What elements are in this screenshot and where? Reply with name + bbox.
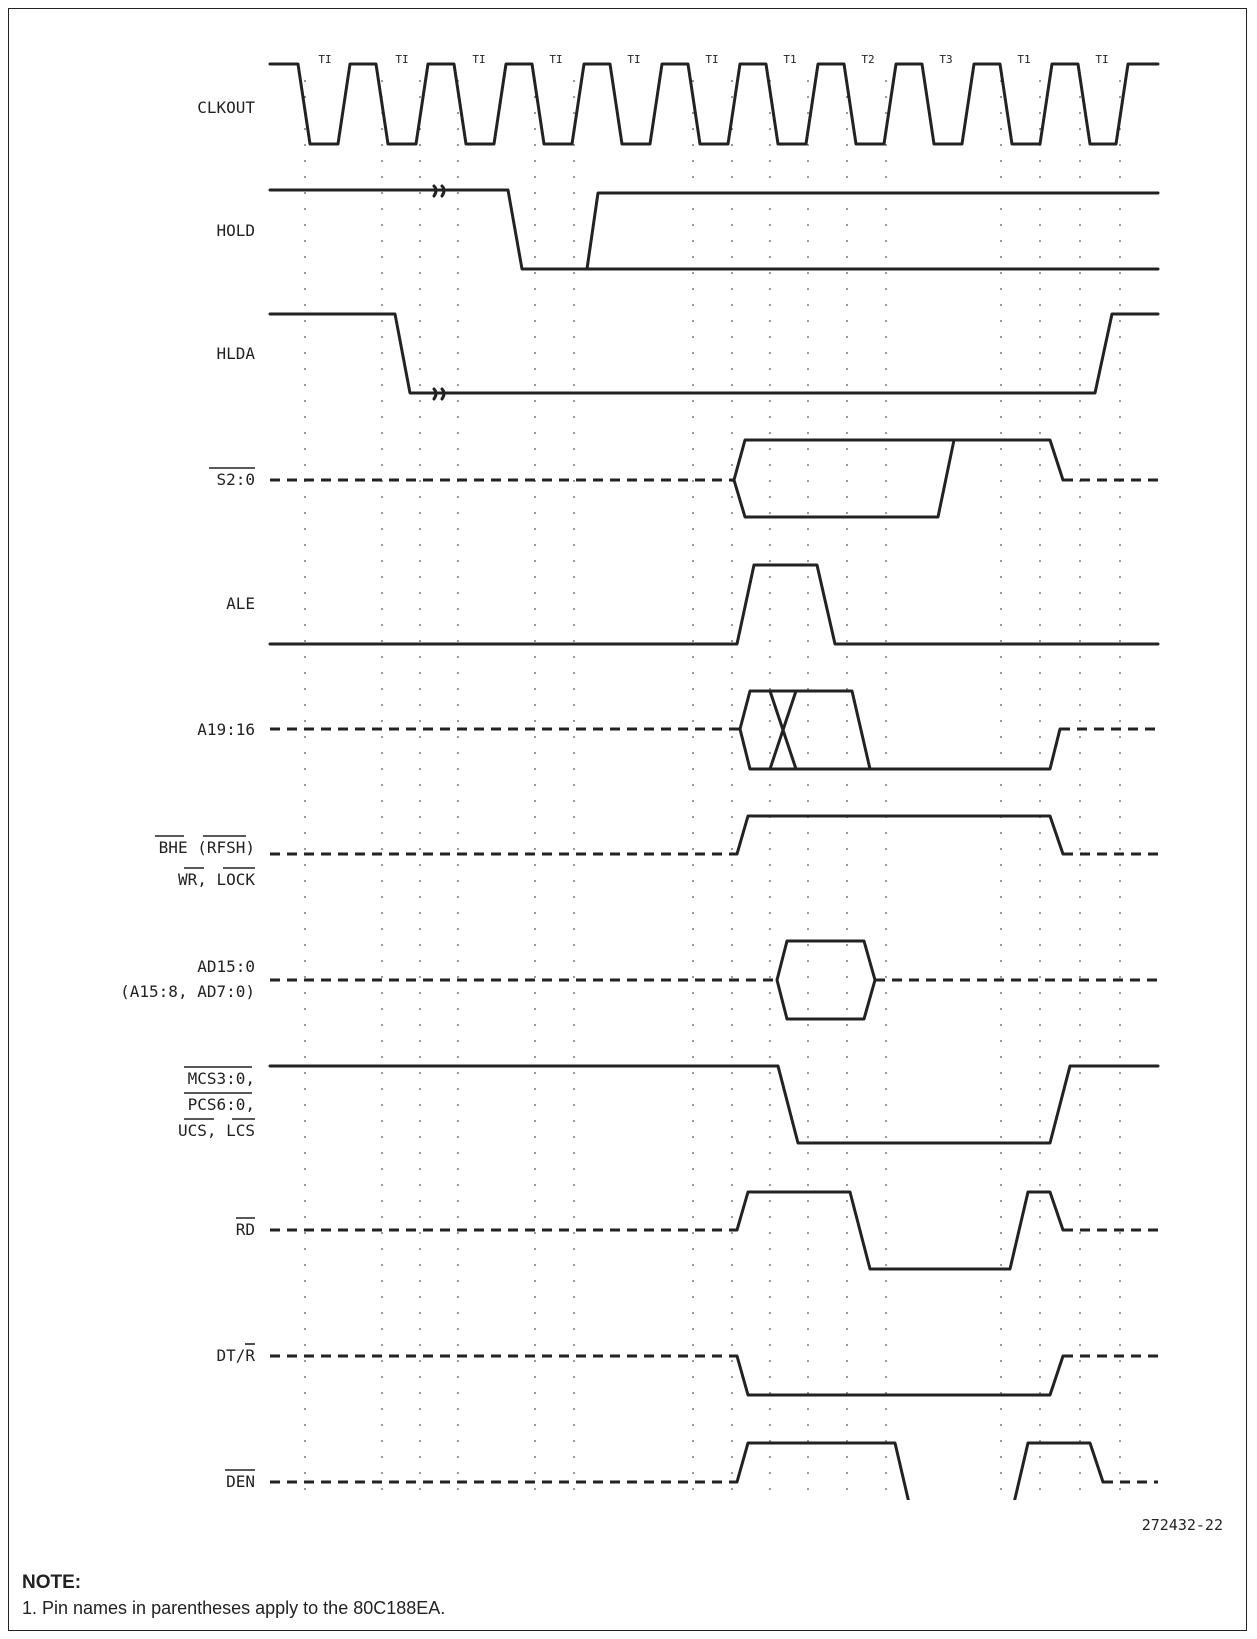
signal-label-hold: HOLD <box>216 221 255 240</box>
signal-label-ucs-lcs: UCS, LCS <box>178 1121 255 1140</box>
active-low-overbars <box>155 467 255 1471</box>
clock-state-label: TI <box>1095 53 1108 66</box>
wave-rd <box>735 1190 1065 1271</box>
signal-label-ale: ALE <box>226 594 255 613</box>
wave-chip-selects <box>268 1064 1160 1145</box>
clock-state-label: TI <box>549 53 562 66</box>
signal-label-mcs: MCS3:0, <box>188 1069 255 1088</box>
clock-state-label: TI <box>318 53 331 66</box>
clock-state-label: T1 <box>1017 53 1030 66</box>
signal-label-wr-lock: WR, LOCK <box>178 870 255 889</box>
figure-number: 272432-22 <box>1141 1516 1223 1534</box>
signal-label-a1916: A19:16 <box>197 720 255 739</box>
clock-state-label: TI <box>627 53 640 66</box>
clock-state-label: TI <box>472 53 485 66</box>
signal-label-ad150: AD15:0 <box>197 957 255 976</box>
signal-label-clkout: CLKOUT <box>197 98 255 117</box>
wave-hold-low <box>268 188 1160 271</box>
wave-ad150-bus <box>775 939 877 1021</box>
signal-label-rd: RD <box>236 1220 255 1239</box>
clock-state-labels: TI TI TI TI TI TI T1 T2 T3 T1 TI <box>318 53 1108 66</box>
wave-den <box>735 1441 1105 1500</box>
clock-state-label: T2 <box>861 53 874 66</box>
clock-state-label: TI <box>705 53 718 66</box>
signal-label-dtr: DT/R <box>216 1346 255 1365</box>
wave-s20-bus <box>732 438 1065 519</box>
signal-label-pcs: PCS6:0, <box>188 1095 255 1114</box>
waveforms <box>268 62 1160 1500</box>
note-text: 1. Pin names in parentheses apply to the… <box>22 1598 446 1618</box>
clock-state-label: T3 <box>939 53 952 66</box>
wave-a1916-bus <box>738 689 1062 771</box>
signal-label-hlda: HLDA <box>216 344 255 363</box>
wave-hlda <box>268 312 1160 395</box>
wave-hold-high <box>585 191 1160 271</box>
signal-label-ad150-alt: (A15:8, AD7:0) <box>120 982 255 1001</box>
signal-label-s20: S2:0 <box>216 470 255 489</box>
wave-clkout <box>268 62 1160 146</box>
grid-lines <box>304 80 1121 1500</box>
note-title: NOTE: <box>22 1572 82 1593</box>
clock-state-label: T1 <box>783 53 796 66</box>
timing-diagram: TI TI TI TI TI TI T1 T2 T3 T1 TI CLKOUT … <box>120 53 1160 1500</box>
wave-ale <box>268 563 1160 646</box>
signal-label-bhe: BHE (RFSH) <box>159 838 255 857</box>
diagram-frame <box>8 8 1247 1631</box>
hold-break-mark <box>432 184 446 198</box>
signal-label-den: DEN <box>226 1472 255 1491</box>
clock-state-label: TI <box>395 53 408 66</box>
wave-bhe <box>735 814 1065 856</box>
wave-dtr <box>735 1354 1065 1397</box>
hlda-break-mark <box>432 387 446 401</box>
signal-labels: CLKOUT HOLD HLDA S2:0 ALE A19:16 BHE (RF… <box>120 98 255 1491</box>
